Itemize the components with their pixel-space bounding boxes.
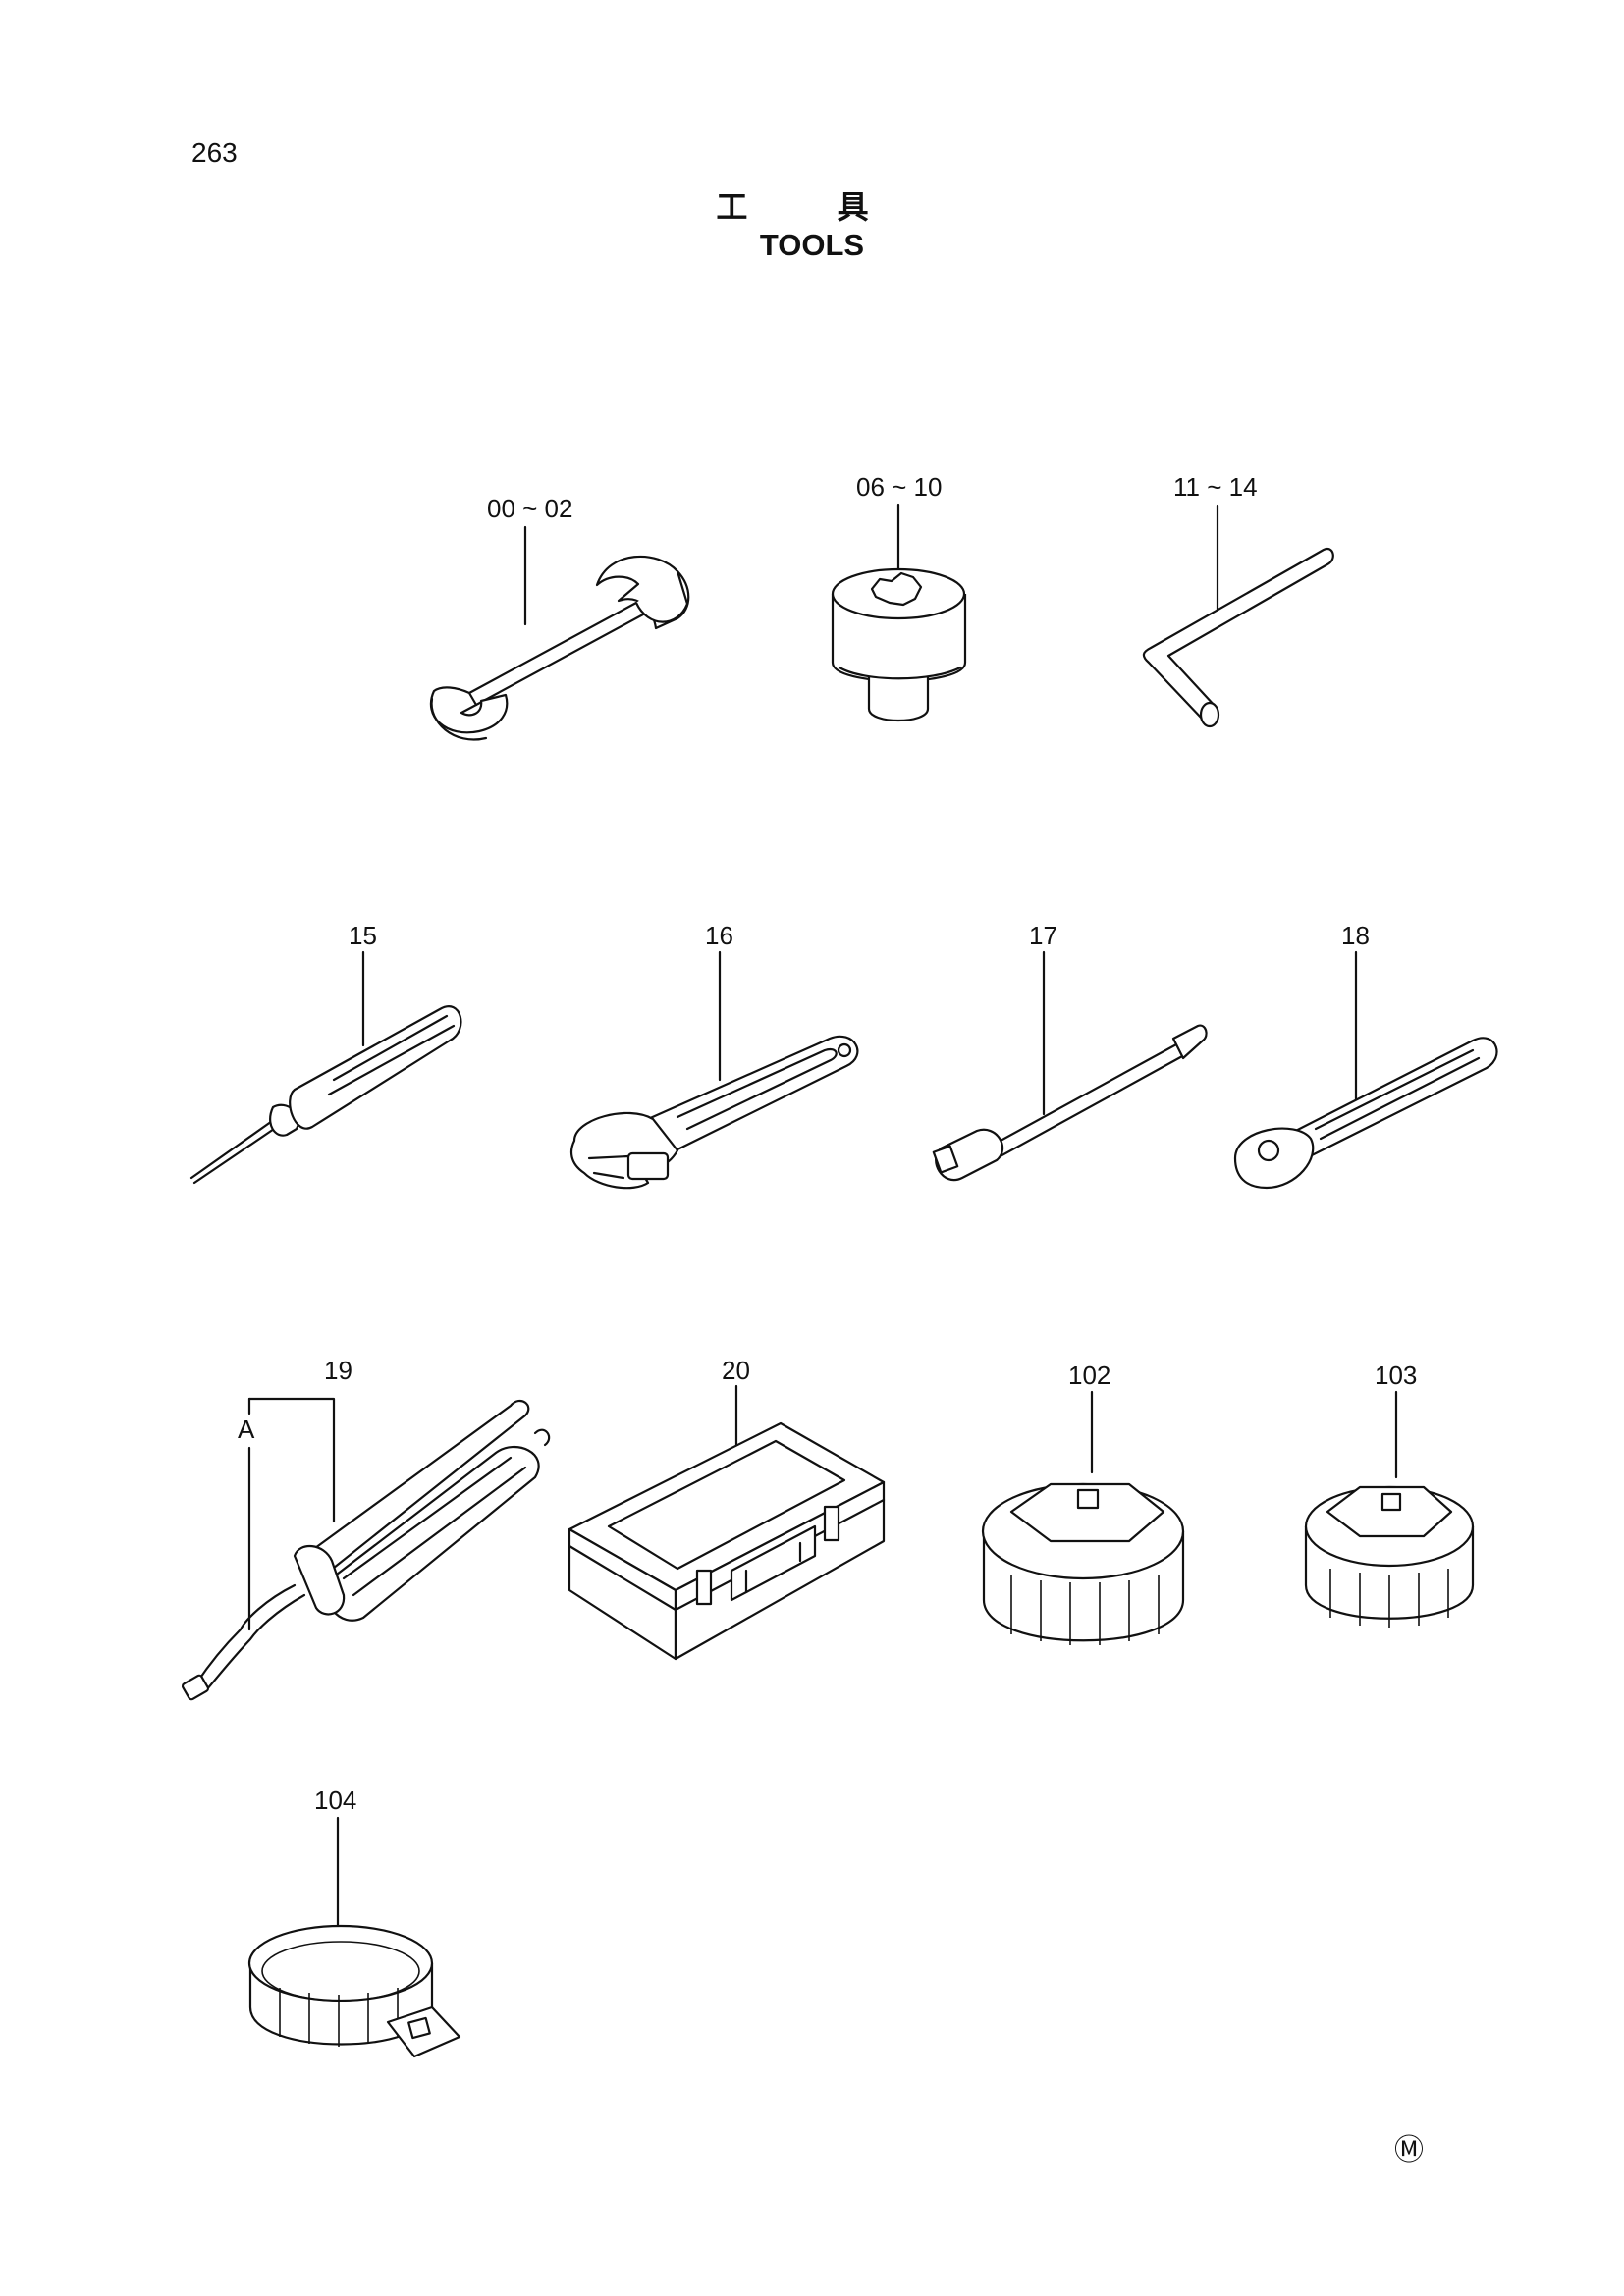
- callout-label-hex-key: 11 ~ 14: [1173, 472, 1258, 502]
- callout-label-screwdriver: 15: [349, 921, 377, 950]
- page-title: TOOLS: [759, 228, 865, 262]
- double-open-end-wrench-illustration: 00 ~ 02: [429, 494, 690, 741]
- callout-label-filter-wrench-104: 104: [314, 1786, 356, 1815]
- callout-label-grease-gun: 19: [324, 1356, 352, 1385]
- page-number: 263: [191, 137, 238, 168]
- callout-label-extension-bar: 17: [1029, 921, 1057, 950]
- publisher-mark-icon: Ⓜ: [1394, 2133, 1424, 2167]
- callout-label-tool-box: 20: [722, 1356, 750, 1385]
- callout-label-socket: 06 ~ 10: [856, 472, 942, 502]
- tool-box-illustration: 20: [568, 1356, 886, 1661]
- hex-key-illustration: 11 ~ 14: [1142, 472, 1334, 728]
- callout-label-ratchet-handle: 18: [1341, 921, 1370, 950]
- filter-wrench-102-illustration: 102: [981, 1361, 1185, 1645]
- filter-wrench-103-illustration: 103: [1304, 1361, 1475, 1628]
- ratchet-handle-illustration: 18: [1233, 921, 1498, 1190]
- callout-label-filter-wrench-102: 102: [1068, 1361, 1110, 1390]
- callout-label-adjustable-wrench: 16: [705, 921, 733, 950]
- adjustable-wrench-illustration: 16: [569, 921, 859, 1190]
- callout-label-wrench: 00 ~ 02: [487, 494, 572, 523]
- screwdriver-illustration: 15: [189, 921, 462, 1185]
- grease-gun-illustration: 19 A: [181, 1356, 551, 1701]
- callout-label-filter-wrench-103: 103: [1375, 1361, 1417, 1390]
- callout-label-nozzle: A: [238, 1415, 255, 1444]
- socket-illustration: 06 ~ 10: [831, 472, 967, 722]
- page-title-japanese: 工 具: [716, 188, 908, 226]
- filter-wrench-104-illustration: 104: [247, 1786, 461, 2058]
- extension-bar-illustration: 17: [932, 921, 1208, 1182]
